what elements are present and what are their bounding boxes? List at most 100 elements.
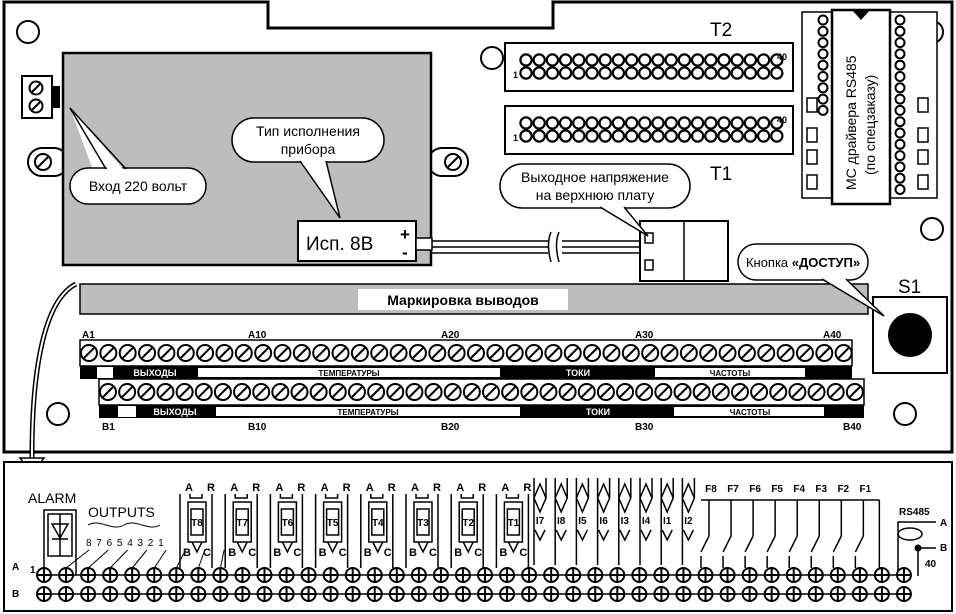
output-lead — [175, 549, 186, 569]
schematic-pin1: 1 — [30, 565, 36, 576]
header-t2-pin — [611, 53, 626, 67]
row-a-screw-slot — [837, 347, 850, 359]
row-a-screw-slot — [702, 347, 714, 359]
callout-type-line1: Тип исполнения — [256, 123, 360, 139]
row-a-screw-slot — [102, 347, 115, 359]
header-t1-pin — [770, 116, 784, 130]
row-b-screw-slot — [293, 386, 306, 398]
header-t1-pin — [677, 129, 692, 143]
header-t2-pin — [730, 66, 744, 80]
current-sensor — [617, 482, 632, 514]
thermistor-label: T4 — [372, 518, 384, 529]
callout-button-prefix: Кнопка — [746, 255, 792, 270]
mounting-hole-right — [920, 217, 944, 241]
header-t1-pin — [572, 116, 586, 130]
current-wire — [576, 529, 589, 542]
chip-pin — [894, 138, 906, 150]
current-wire — [596, 478, 611, 565]
header-t2-pin — [677, 66, 692, 80]
header-t2-pin — [611, 66, 626, 80]
chip-pin — [817, 14, 829, 26]
row-b-screw-slot — [255, 386, 267, 398]
row-a-screw-slot — [431, 347, 444, 359]
frequency-label: F7 — [727, 484, 739, 495]
header-t2-pin — [545, 66, 560, 80]
row-a-letter: A — [12, 562, 19, 573]
header-t2-pin — [585, 53, 599, 67]
current-sensor — [681, 482, 696, 514]
row-a-screw-slot — [296, 347, 308, 359]
output-number: 2 — [148, 538, 154, 549]
header-t1-pin — [717, 129, 731, 143]
therm-wire — [281, 541, 294, 554]
row-b-screw-slot — [466, 386, 478, 398]
row-a-mark-20: A20 — [441, 330, 460, 341]
therm-wire — [236, 541, 248, 554]
chip-pin — [894, 14, 906, 26]
row-b-screw-slot — [102, 386, 114, 398]
row-a-screw-slot — [470, 347, 482, 359]
row-a-screw-slot — [760, 347, 772, 359]
row-a-group-outputs: ВЫХОДЫ — [133, 368, 176, 378]
chip-pin — [817, 93, 829, 105]
alarm-label: ALARM — [28, 490, 76, 506]
thermistor-label: T7 — [236, 518, 248, 529]
header-t2-pin — [690, 53, 705, 67]
thermistor-inner — [190, 508, 204, 536]
header-t2-pin — [532, 53, 546, 67]
therm-wire — [417, 541, 429, 554]
row-b-screw-slot — [389, 386, 401, 398]
header-t1-pin — [611, 129, 626, 143]
therm-pin-a: A — [185, 482, 193, 494]
current-wire — [640, 529, 652, 542]
therm-pin-b: B — [409, 547, 417, 559]
output-cable — [415, 231, 640, 263]
therm-wire — [189, 494, 203, 499]
header-t1-pin — [572, 129, 586, 143]
current-sensor — [533, 482, 547, 514]
frequency-switch — [788, 535, 798, 553]
access-button-s1: S1 — [872, 277, 948, 374]
therm-pin-c: C — [519, 547, 527, 559]
current-wire — [619, 529, 631, 542]
row-a-mark-10: A10 — [248, 330, 267, 341]
row-a-screw-slot — [625, 347, 637, 359]
therm-pin-b: B — [183, 547, 191, 559]
row-b-letter: B — [12, 589, 19, 600]
output-lead — [87, 549, 109, 569]
row-a-screw-slot — [489, 347, 502, 359]
therm-pin-a: A — [230, 482, 238, 494]
callout-input: Вход 220 вольт — [69, 107, 207, 205]
output-lead — [153, 549, 167, 569]
current-wire — [639, 478, 653, 565]
row-a-screw-slot — [257, 347, 269, 359]
row-a-screw-slot — [276, 347, 289, 359]
current-sensor — [575, 482, 590, 514]
output-number: 6 — [107, 538, 113, 549]
header-t1-pin — [664, 116, 678, 130]
current-wire — [554, 478, 568, 565]
header-t1-pin — [624, 129, 639, 143]
therm-pin-c: C — [429, 547, 437, 559]
header-t2-pin — [677, 53, 692, 67]
frequency-switch — [854, 535, 865, 553]
chip-pin — [894, 82, 906, 94]
current-sensor — [660, 482, 675, 514]
therm-pin-a: A — [456, 482, 464, 494]
chip-pin — [894, 59, 906, 71]
current-label: I2 — [684, 516, 693, 527]
callout-output: Выходное напряжение на верхнюю плату — [499, 163, 691, 237]
therm-wire — [234, 494, 248, 499]
row-a-screw-slot — [141, 347, 153, 359]
alarm-led — [43, 509, 77, 575]
rs485-b-label: B — [940, 543, 947, 554]
header-t2-pin — [638, 53, 652, 67]
row-b-screw-slot — [600, 386, 612, 398]
header-t2-pin — [717, 66, 731, 80]
output-lead — [109, 549, 128, 569]
current-wire — [682, 529, 695, 542]
row-b-mark-1: B1 — [102, 422, 115, 433]
thermistor-inner — [235, 508, 249, 536]
